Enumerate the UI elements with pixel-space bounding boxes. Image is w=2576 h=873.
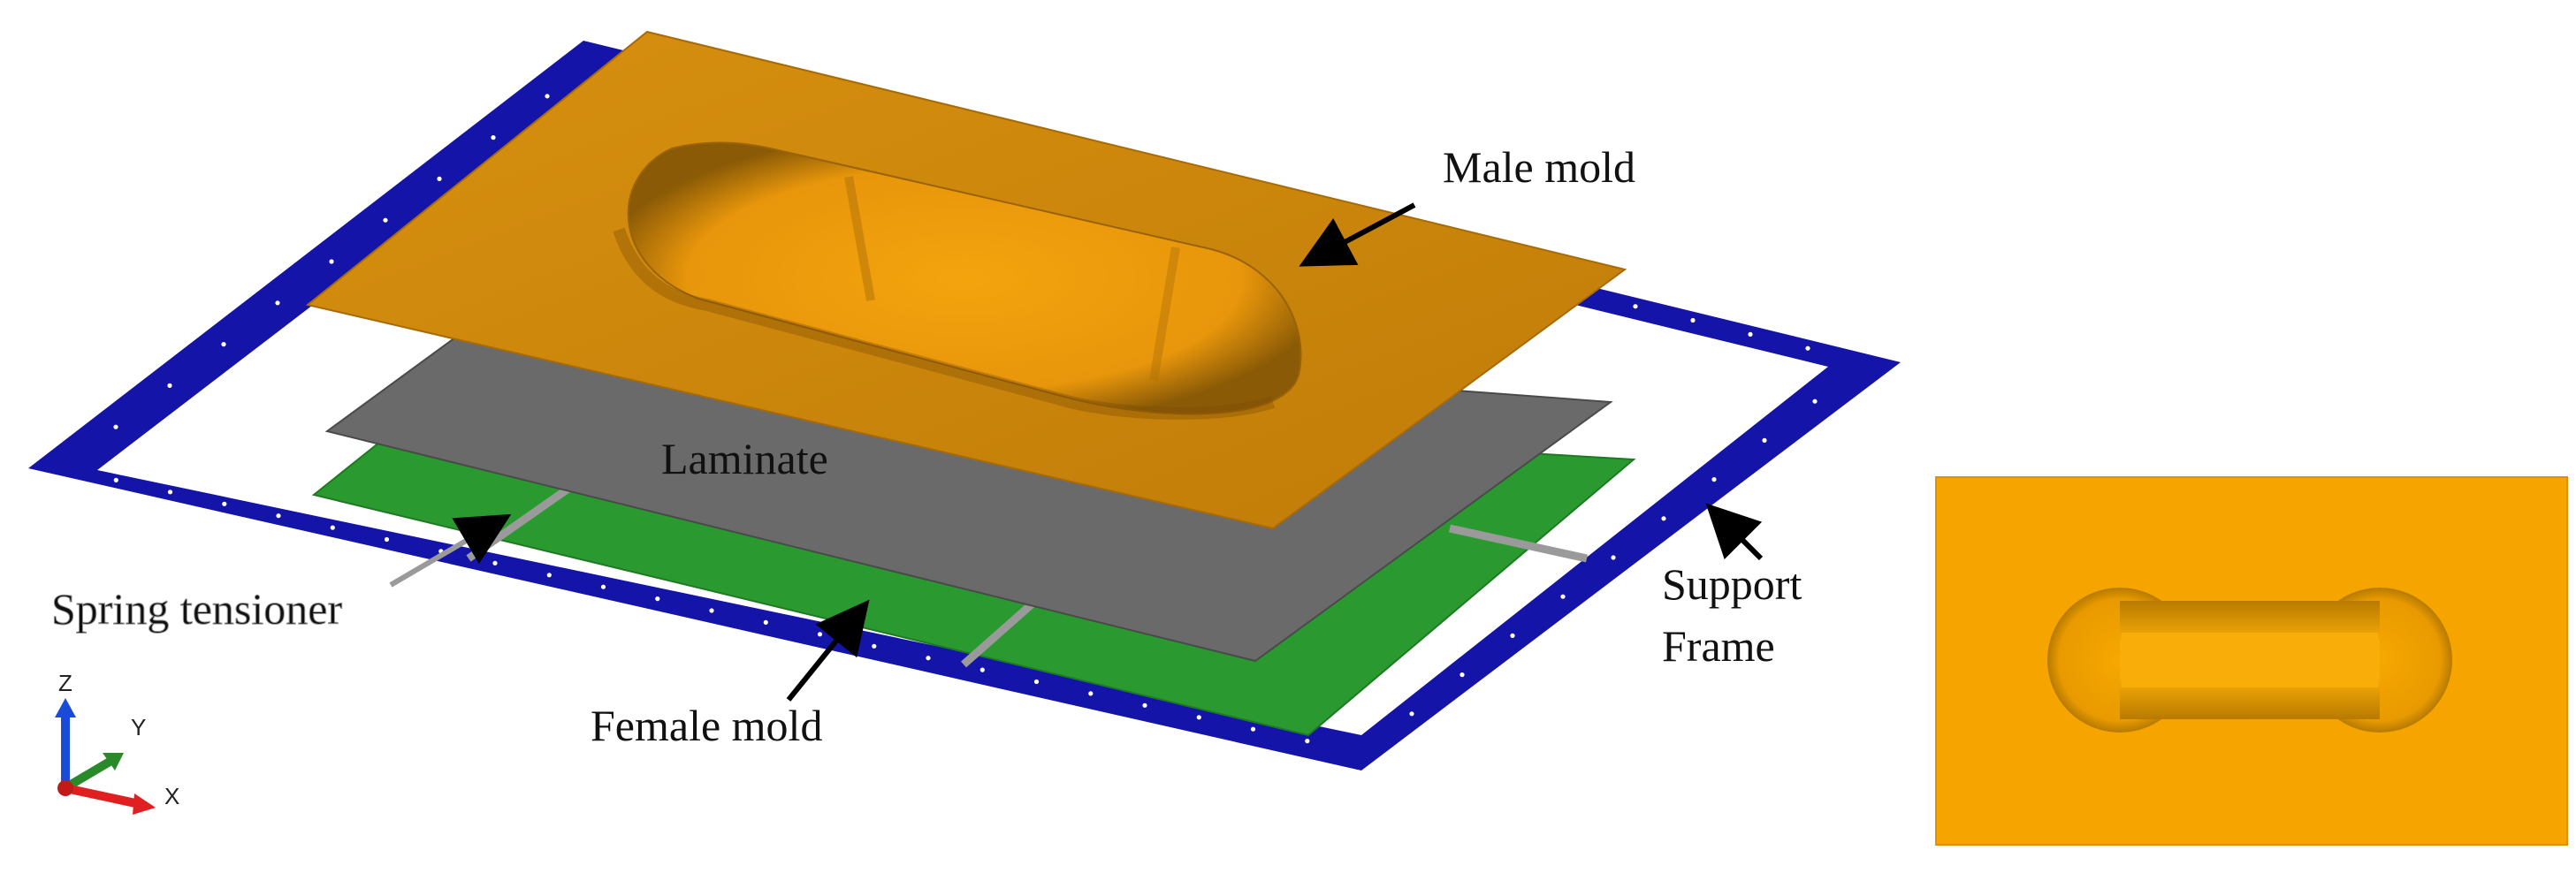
frame-bolt-hole — [113, 477, 118, 483]
male-mold-cavity — [627, 141, 1302, 415]
frame-bolt-hole — [1033, 679, 1040, 685]
frame-bolt-hole — [979, 667, 985, 672]
axis-y-arrowhead — [103, 753, 124, 771]
frame-bolt-hole — [1805, 345, 1810, 351]
frame-bolt-hole — [1409, 711, 1414, 717]
frame-bolt-hole — [383, 217, 388, 223]
frame-bolt-hole — [330, 525, 335, 530]
frame-bolt-hole — [167, 490, 173, 495]
axis-triad: Z Y X — [55, 670, 179, 815]
frame-bolt-hole — [1690, 317, 1696, 323]
spring-tensioner-right — [1449, 524, 1588, 563]
frame-bolt-hole — [763, 619, 768, 626]
axis-x-arrowhead — [133, 793, 156, 815]
frame-bolt-hole — [276, 513, 281, 519]
frame-bolt-hole — [1250, 726, 1256, 732]
frame-bolt-hole — [1142, 702, 1147, 708]
frame-bolt-hole — [1459, 672, 1465, 678]
frame-bolt-hole — [1633, 304, 1638, 309]
axis-origin — [57, 780, 73, 796]
female-mold-label: Female mold — [591, 701, 822, 750]
frame-bolt-hole — [1510, 633, 1515, 639]
frame-bolt-hole — [545, 94, 550, 99]
male-mold-groove-right — [1149, 247, 1180, 381]
frame-bolt-hole — [1711, 477, 1717, 482]
axis-y-label: Y — [131, 714, 146, 740]
frame-bolt-hole — [221, 342, 226, 347]
male-mold-arrow — [1299, 202, 1416, 267]
frame-bolt-hole — [1762, 437, 1767, 443]
frame-bolt-hole — [926, 656, 931, 661]
frame-bolt-hole — [1196, 715, 1201, 720]
frame-bolt-hole — [546, 573, 552, 578]
support-frame-label-line1: Support — [1662, 559, 1802, 609]
frame-bolt-hole — [1088, 691, 1094, 696]
frame-bolt-hole — [817, 632, 823, 637]
frame-bolt-hole — [1748, 331, 1753, 337]
frame-bolt-hole — [329, 259, 334, 264]
spring-tensioner-label: Spring tensioner — [51, 584, 342, 634]
support-frame-label-line2: Frame — [1662, 621, 1775, 671]
frame-bolt-hole — [492, 560, 498, 566]
frame-bolt-hole — [1305, 739, 1310, 744]
frame-bolt-hole — [275, 300, 280, 306]
frame-bolt-hole — [1611, 555, 1616, 560]
leader-arrows — [389, 202, 1764, 702]
male-mold-cavity-shadow — [613, 227, 1276, 420]
frame-bolt-hole — [655, 596, 660, 602]
frame-bolt-hole — [437, 176, 442, 181]
male-mold-label: Male mold — [1443, 142, 1635, 192]
frame-bolt-hole — [491, 135, 496, 140]
laminate-label: Laminate — [661, 434, 828, 483]
frame-bolt-hole — [1812, 399, 1818, 404]
male-mold-top-view — [1935, 476, 2568, 846]
support-frame-arrow — [1705, 503, 1764, 561]
top-view-channel-highlight — [2122, 633, 2378, 687]
axis-x-line — [64, 784, 141, 808]
frame-bolt-hole — [872, 643, 877, 649]
frame-bolt-hole — [709, 608, 714, 613]
axis-y-line — [68, 757, 112, 789]
axis-x-label: X — [164, 783, 179, 809]
frame-bolt-hole — [384, 536, 390, 543]
frame-bolt-hole — [222, 501, 227, 506]
male-mold — [305, 30, 1627, 530]
axis-z-label: Z — [58, 670, 72, 696]
frame-bolt-hole — [600, 584, 606, 589]
spring-tensioner-arrow — [389, 513, 512, 588]
frame-bolt-hole — [1560, 594, 1566, 599]
male-mold-groove-left — [844, 176, 875, 301]
frame-bolt-hole — [1661, 516, 1666, 521]
frame-bolt-hole — [167, 383, 172, 388]
frame-bolt-hole — [113, 424, 118, 429]
axis-z-arrowhead — [55, 698, 76, 717]
female-mold-arrow — [786, 599, 870, 702]
